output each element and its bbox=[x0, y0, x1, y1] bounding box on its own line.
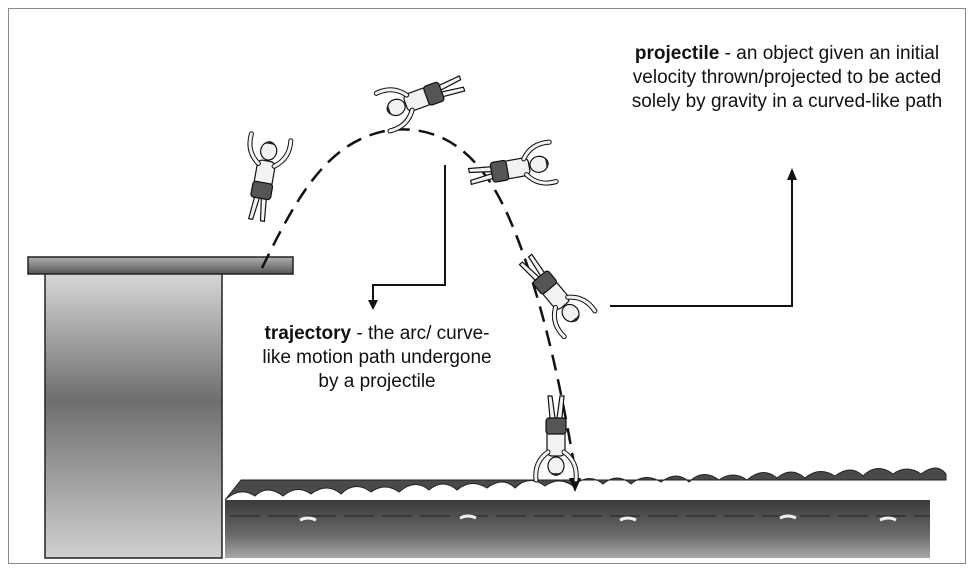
diver-apex bbox=[466, 142, 556, 196]
trajectory-definition: trajectory - the arc/ curve-like motion … bbox=[252, 322, 502, 394]
diving-tower bbox=[44, 271, 223, 559]
projectile-callout-arrowhead bbox=[787, 168, 797, 180]
diver-rising bbox=[376, 64, 469, 131]
projectile-callout-line bbox=[610, 178, 793, 307]
trajectory-arc bbox=[260, 128, 577, 471]
diver-falling bbox=[510, 246, 595, 336]
trajectory-definition-text: - the arc/ curve-like motion path underg… bbox=[262, 323, 492, 392]
water-pool bbox=[224, 467, 947, 558]
trajectory-callout-line bbox=[372, 165, 446, 302]
diver-takeoff bbox=[237, 134, 291, 224]
projectile-definition-text: - an object given an initial velocity th… bbox=[631, 43, 943, 112]
projectile-definition: projectile - an object given an initial … bbox=[612, 42, 962, 114]
diving-platform bbox=[27, 256, 294, 275]
projectile-term: projectile bbox=[634, 43, 720, 64]
trajectory-term: trajectory bbox=[264, 323, 352, 344]
trajectory-callout-arrowhead bbox=[368, 300, 378, 310]
